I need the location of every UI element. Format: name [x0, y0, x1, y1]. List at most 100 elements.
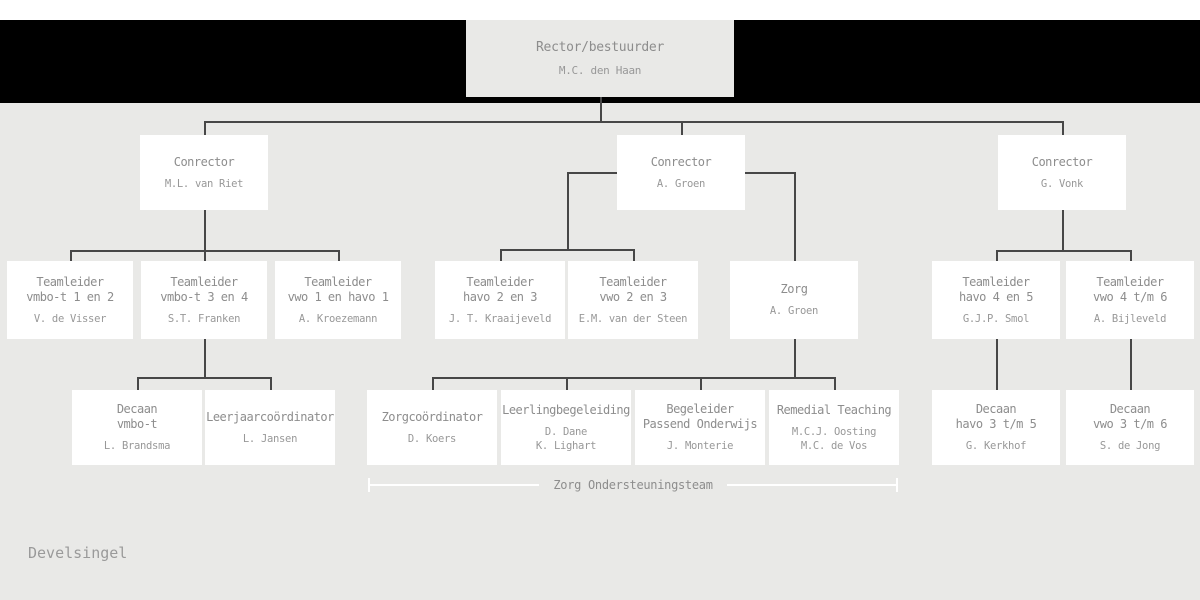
node-title-line: vwo 4 t/m 6 [1093, 289, 1167, 304]
connector-line [204, 121, 206, 137]
node-person-name: A. Groen [656, 177, 706, 190]
node-person-name: M.C.J. Oosting [791, 425, 877, 438]
connector-line [794, 172, 796, 263]
node-names: G. Vonk [1041, 177, 1083, 191]
node-title-line: Remedial Teaching [776, 402, 892, 417]
node-title-line: Rector/bestuurder [536, 39, 664, 55]
node-title-line: Decaan [1109, 402, 1151, 416]
node-person-name: G. Kerkhof [965, 440, 1027, 452]
node-names: M.L. van Riet [165, 177, 244, 191]
node-title-line: Teamleider [466, 274, 534, 289]
connector-line [500, 249, 635, 251]
node-title: Conrector [174, 155, 235, 170]
node-person-name: L. Jansen [242, 432, 298, 445]
node-names: S.T. Franken [167, 312, 241, 326]
connector-line [633, 249, 635, 263]
node-title-line: Passend Onderwijs [642, 417, 758, 431]
node-title-line: vmbo-t 3 en 4 [160, 289, 248, 304]
node-names: M.C. den Haan [559, 64, 642, 78]
node-title-line: havo 2 en 3 [463, 289, 537, 304]
node-person-name: G. Vonk [1040, 177, 1084, 190]
connector-line [204, 210, 206, 263]
bracket-right-line [726, 484, 896, 486]
connector-line [1062, 121, 1064, 137]
connector-line [204, 339, 206, 379]
connector-line [996, 339, 998, 392]
node-title-line: havo 4 en 5 [959, 289, 1033, 304]
node-person-name: V. de Visser [33, 312, 107, 325]
node-names: G.J.P. Smol [963, 312, 1030, 326]
node-title-line: Zorg [780, 282, 808, 296]
connector-line [432, 377, 836, 379]
node-title-line: vwo 3 t/m 6 [1093, 417, 1167, 431]
bracket-label: Zorg Ondersteuningsteam [553, 478, 713, 492]
bracket-right-cap [896, 478, 898, 492]
connector-line [567, 172, 569, 251]
org-node-conrector-mid: Conrector A. Groen [617, 135, 745, 210]
node-title-line: havo 3 t/m 5 [955, 417, 1037, 431]
node-title-line: Teamleider [599, 274, 667, 289]
node-person-name: J. Monterie [666, 440, 734, 452]
brand-label: Develsingel [28, 544, 128, 562]
node-title: Leerlingbegeleiding [502, 403, 630, 418]
node-names: S. de Jong [1099, 439, 1161, 453]
org-node-zorgcoordinator: Zorgcoördinator D. Koers [367, 390, 497, 465]
node-title-line: Decaan [975, 402, 1017, 416]
connector-line [566, 377, 568, 392]
top-white-strip [0, 0, 1200, 20]
node-title-line: Conrector [173, 154, 235, 169]
connector-line [270, 377, 272, 392]
node-names: G. Kerkhof [965, 439, 1027, 453]
connector-line [500, 249, 502, 263]
node-title-line: Begeleider [666, 402, 734, 416]
node-names: A. Groen [770, 304, 818, 318]
connector-line [996, 250, 998, 263]
connector-line [1130, 250, 1132, 263]
connector-line [681, 121, 683, 137]
node-person-name: J. T. Kraaijeveld [448, 312, 552, 325]
node-title-line: Teamleider [304, 274, 372, 289]
node-title-line: Conrector [1031, 154, 1093, 169]
connector-line [700, 377, 702, 392]
connector-line [794, 339, 796, 379]
node-title: Leerjaarcoördinator [206, 410, 334, 425]
connector-line [996, 250, 1132, 252]
node-person-name: A. Bijleveld [1093, 312, 1167, 325]
node-title-line: Teamleider [1096, 274, 1164, 289]
connector-line [70, 250, 72, 263]
connector-line [70, 250, 340, 252]
node-names: L. Brandsma [104, 439, 171, 453]
node-title: Zorgcoördinator [382, 410, 483, 425]
connector-line [567, 172, 620, 174]
node-person-name: K. Lighart [535, 439, 597, 452]
org-node-zorg: Zorg A. Groen [730, 261, 858, 339]
node-person-name: A. Kroezemann [298, 312, 378, 325]
node-title-line: Zorgcoördinator [381, 409, 483, 424]
node-person-name: S. de Jong [1099, 440, 1161, 452]
node-title-line: Leerlingbegeleiding [502, 402, 630, 417]
node-title: Remedial Teaching [776, 402, 892, 418]
bracket-left-line [370, 484, 540, 486]
node-person-name: E.M. van der Steen [578, 312, 688, 325]
node-person-name: D. Koers [407, 432, 457, 445]
node-title-line: vmbo-t [116, 417, 158, 431]
node-person-name: S.T. Franken [167, 312, 241, 325]
bracket-left-cap [368, 478, 370, 492]
node-title-line: Conrector [650, 154, 712, 169]
